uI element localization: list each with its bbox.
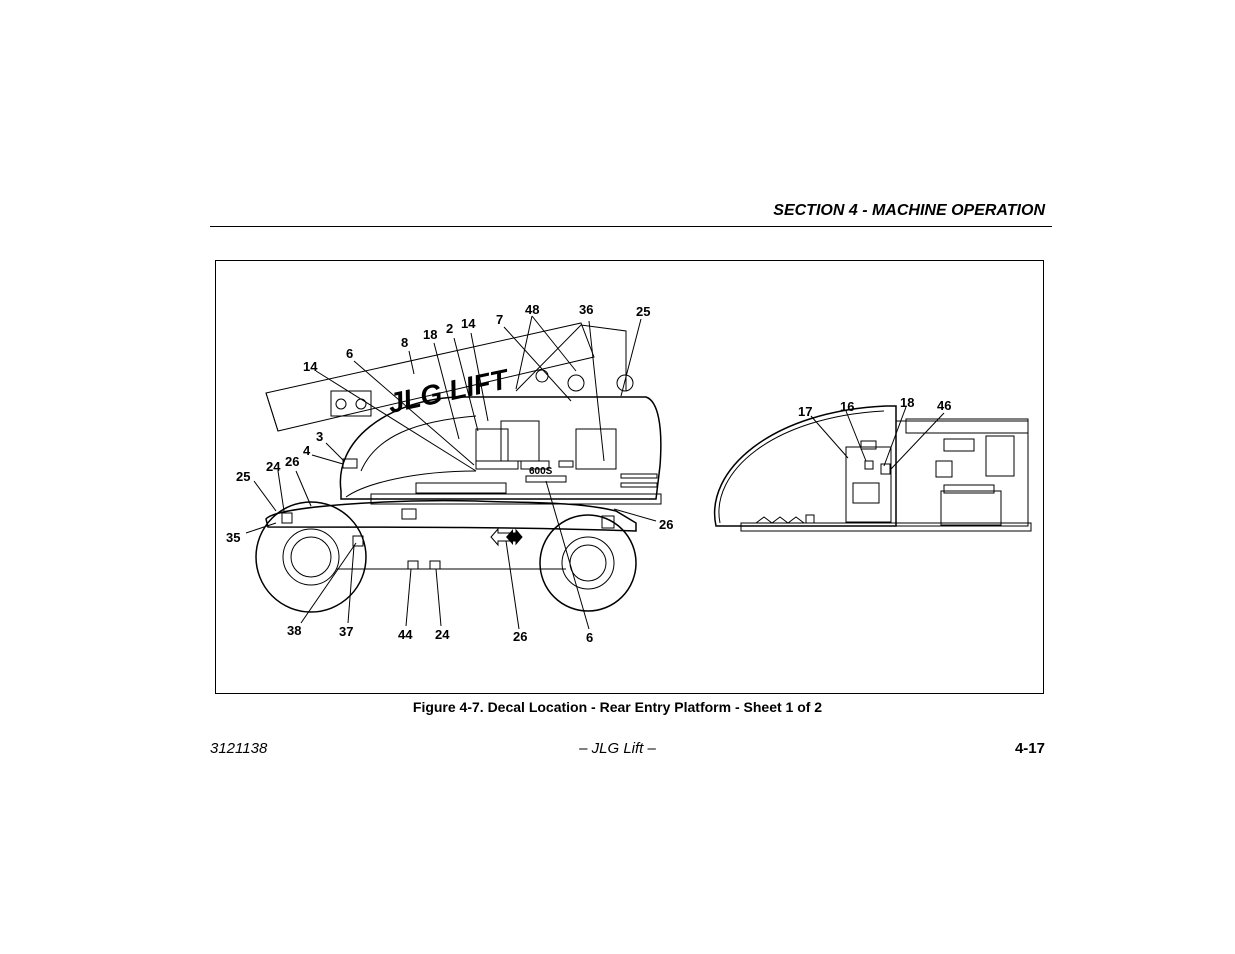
machine-rear-view [713, 405, 1032, 532]
decal-location-diagram: 600S JLG LIFT [226, 302, 1032, 645]
callout-18: 18 [423, 327, 437, 342]
callout-24: 24 [435, 627, 450, 642]
callout-4: 4 [303, 443, 311, 458]
callout-38: 38 [287, 623, 301, 638]
callout-6: 6 [586, 630, 593, 645]
callout-14: 14 [461, 316, 476, 331]
callout-36: 36 [579, 302, 593, 317]
callout-18: 18 [900, 395, 914, 410]
callout-7: 7 [496, 312, 503, 327]
callout-16: 16 [840, 399, 854, 414]
left-wheel [255, 501, 367, 613]
callout-35: 35 [226, 530, 240, 545]
callout-24: 24 [266, 459, 281, 474]
document-number: 3121138 [210, 740, 268, 757]
page-number: 4-17 [1014, 740, 1045, 757]
callout-25: 25 [236, 469, 250, 484]
figure-frame: 600S JLG LIFT [215, 260, 1044, 694]
callout-2: 2 [446, 321, 453, 336]
callout-17: 17 [798, 404, 812, 419]
callout-26: 26 [285, 454, 299, 469]
footer-title: – JLG Lift – [579, 740, 656, 757]
callout-48: 48 [525, 302, 539, 317]
header-rule [210, 226, 1052, 227]
callout-14: 14 [303, 359, 318, 374]
callout-3: 3 [316, 429, 323, 444]
callout-46: 46 [937, 398, 951, 413]
callout-labels: 48 36 25 7 14 2 18 8 6 14 3 4 24 26 25 3… [226, 302, 951, 645]
callout-44: 44 [398, 627, 413, 642]
jlg-lift-logo: JLG LIFT [385, 363, 513, 419]
figure-caption: Figure 4-7. Decal Location - Rear Entry … [412, 699, 823, 715]
callout-8: 8 [401, 335, 408, 350]
model-decal: 600S [529, 466, 553, 477]
section-title: SECTION 4 - MACHINE OPERATION [773, 202, 1045, 219]
callout-26: 26 [659, 517, 673, 532]
callout-37: 37 [339, 624, 353, 639]
callout-6: 6 [346, 346, 353, 361]
callout-26: 26 [513, 629, 527, 644]
callout-25: 25 [636, 304, 650, 319]
